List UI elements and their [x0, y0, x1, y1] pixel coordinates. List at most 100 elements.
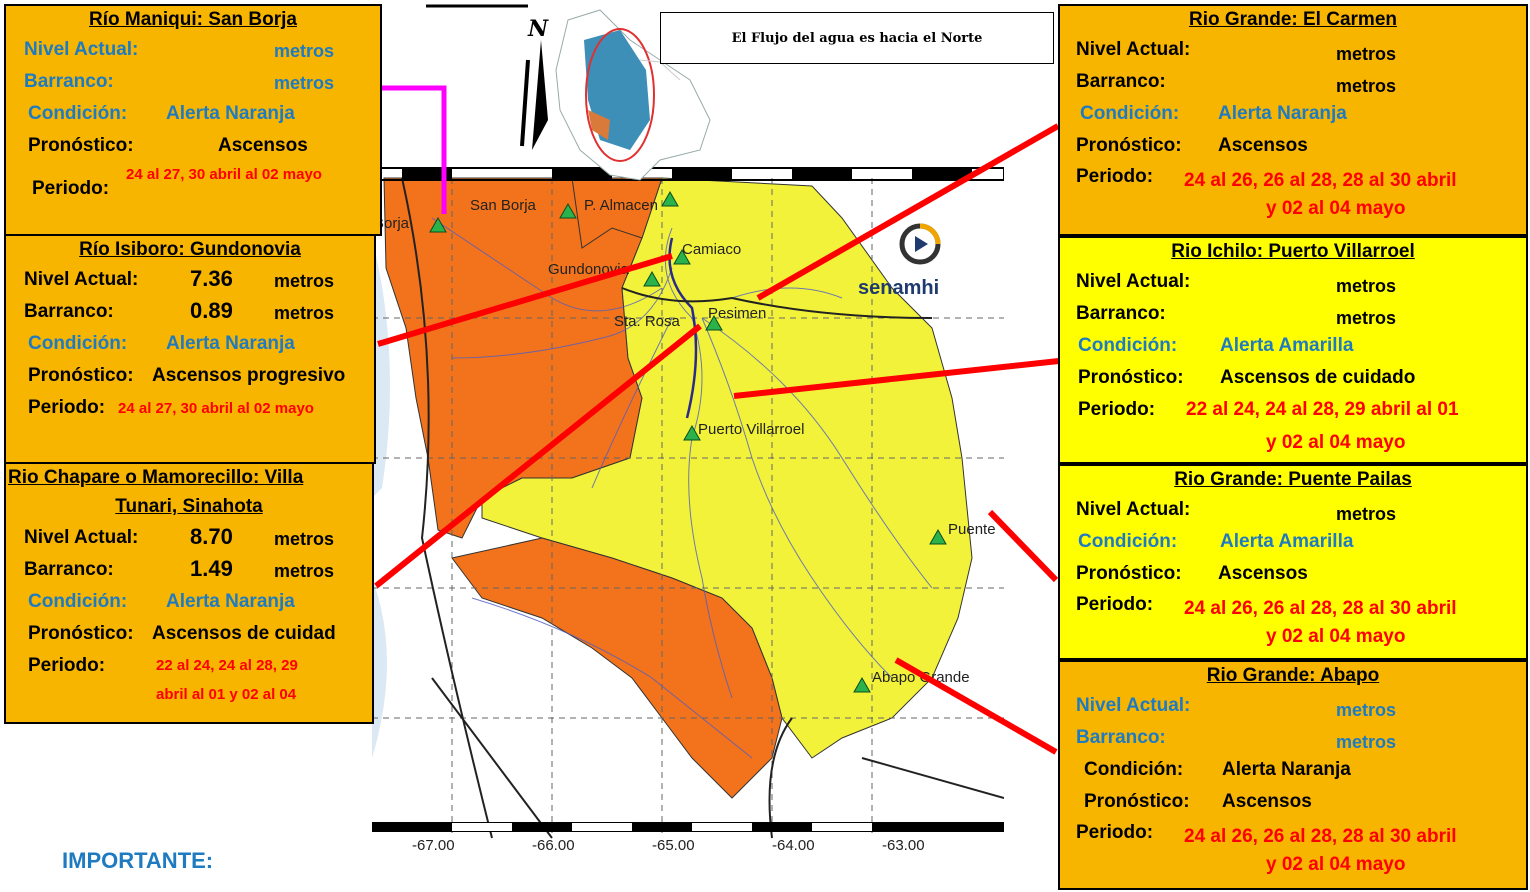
- label-condicion: Condición:: [28, 103, 128, 124]
- value-barranco: 1.49: [190, 556, 233, 581]
- map-label-borja: Borja: [374, 215, 410, 232]
- label-periodo: Periodo:: [28, 397, 106, 418]
- map-label-pesimen: Pesimen: [708, 305, 766, 322]
- label-barranco: Barranco:: [1076, 303, 1166, 324]
- station-title: Río Isiboro: Gundonovia: [79, 239, 301, 260]
- value-nivel: 7.36: [190, 266, 233, 291]
- label-barranco: Barranco:: [1076, 727, 1166, 748]
- label-nivel: Nivel Actual:: [24, 269, 139, 290]
- label-pronostico: Pronóstico:: [1078, 367, 1184, 388]
- value-pronostico: Ascensos progresivo: [152, 365, 346, 386]
- map-label-p-almacen: P. Almacen: [584, 197, 658, 214]
- important-heading: IMPORTANTE:: [62, 848, 214, 873]
- label-condicion: Condición:: [1084, 759, 1184, 780]
- label-barranco: Barranco:: [1076, 71, 1166, 92]
- value-periodo-1: 24 al 26, 26 al 28, 28 al 30 abril: [1184, 170, 1457, 191]
- station-triangle: [429, 216, 447, 233]
- unit-metros: metros: [1336, 732, 1397, 752]
- label-condicion: Condición:: [28, 333, 128, 354]
- label-pronostico: Pronóstico:: [1084, 791, 1190, 812]
- station-triangle: [929, 528, 947, 545]
- tick-label: -65.00: [652, 837, 695, 854]
- north-arrow: N: [520, 16, 549, 150]
- label-pronostico: Pronóstico:: [28, 623, 134, 644]
- unit-metros: metros: [274, 73, 335, 93]
- value-periodo-1: 24 al 26, 26 al 28, 28 al 30 abril: [1184, 826, 1457, 847]
- label-periodo: Periodo:: [1078, 399, 1156, 420]
- map-label-gundonovia: Gundonovia: [548, 261, 630, 278]
- station-title: Rio Ichilo: Puerto Villarroel: [1171, 241, 1415, 262]
- tick-label: -63.00: [882, 837, 925, 854]
- station-title: Rio Grande: El Carmen: [1189, 9, 1397, 30]
- flow-note-text: El Flujo del agua es hacia el Norte: [731, 30, 983, 46]
- value-periodo-1: 22 al 24, 24 al 28, 29 abril al 01: [1186, 399, 1459, 420]
- value-periodo-2: abril al 01 y 02 al 04: [156, 686, 297, 703]
- station-title: Rio Grande: Abapo: [1206, 665, 1380, 686]
- station-box-puerto-villarroel: Rio Ichilo: Puerto Villarroel Nivel Actu…: [1058, 236, 1528, 464]
- value-periodo-2: y 02 al 04 mayo: [1266, 626, 1406, 647]
- value-condicion: Alerta Amarilla: [1220, 531, 1354, 552]
- station-subtitle: Tunari, Sinahota: [115, 496, 263, 517]
- value-pronostico: Ascensos: [1218, 135, 1308, 156]
- value-nivel: 8.70: [190, 524, 233, 549]
- unit-metros: metros: [1336, 504, 1397, 524]
- station-box-puente-pailas: Rio Grande: Puente Pailas Nivel Actual:m…: [1058, 464, 1528, 660]
- label-periodo: Periodo:: [28, 655, 106, 676]
- north-label: N: [527, 16, 549, 42]
- station-title: Río Maniqui: San Borja: [89, 9, 297, 30]
- station-triangle: [661, 190, 679, 207]
- value-condicion: Alerta Naranja: [166, 591, 295, 612]
- label-barranco: Barranco:: [24, 301, 114, 322]
- label-periodo: Periodo:: [1076, 594, 1154, 615]
- unit-metros: metros: [1336, 308, 1397, 328]
- value-periodo-1: 22 al 24, 24 al 28, 29: [156, 657, 298, 674]
- tick-label: -66.00: [532, 837, 575, 854]
- tick-label: -67.00: [412, 837, 455, 854]
- label-nivel: Nivel Actual:: [1076, 695, 1191, 716]
- label-periodo: Periodo:: [1076, 166, 1154, 187]
- map-label-san-borja: San Borja: [470, 197, 537, 214]
- map-label-abapo-grande: Abapo Grande: [872, 669, 970, 686]
- label-nivel: Nivel Actual:: [1076, 499, 1191, 520]
- unit-metros: metros: [1336, 76, 1397, 96]
- value-condicion: Alerta Naranja: [166, 103, 295, 124]
- value-condicion: Alerta Naranja: [1222, 759, 1351, 780]
- label-barranco: Barranco:: [24, 559, 114, 580]
- value-barranco: 0.89: [190, 298, 233, 323]
- value-condicion: Alerta Naranja: [1218, 103, 1347, 124]
- unit-metros: metros: [274, 561, 335, 581]
- value-periodo: 24 al 27, 30 abril al 02 mayo: [118, 400, 314, 417]
- value-pronostico: Ascensos de cuidado: [1220, 367, 1416, 388]
- value-pronostico: Ascensos: [1218, 563, 1308, 584]
- label-condicion: Condición:: [1078, 335, 1178, 356]
- unit-metros: metros: [1336, 44, 1397, 64]
- label-pronostico: Pronóstico:: [1076, 135, 1182, 156]
- label-nivel: Nivel Actual:: [24, 527, 139, 548]
- value-periodo: 24 al 27, 30 abril al 02 mayo: [126, 166, 322, 183]
- value-periodo-2: y 02 al 04 mayo: [1266, 198, 1406, 219]
- label-condicion: Condición:: [1078, 531, 1178, 552]
- flow-note: El Flujo del agua es hacia el Norte: [660, 12, 1054, 64]
- station-box-gundonovia: Río Isiboro: Gundonovia Nivel Actual: 7.3…: [4, 234, 376, 464]
- value-condicion: Alerta Naranja: [166, 333, 295, 354]
- basin-map: Borja San Borja P. Almacen Camiaco Gundo…: [371, 158, 1005, 854]
- tick-label: -64.00: [772, 837, 815, 854]
- station-box-abapo: Rio Grande: Abapo Nivel Actual: metros Ba…: [1058, 660, 1528, 890]
- label-pronostico: Pronóstico:: [1076, 563, 1182, 584]
- label-barranco: Barranco:: [24, 71, 114, 92]
- map-label-sta-rosa: Sta. Rosa: [614, 313, 681, 330]
- label-nivel: Nivel Actual:: [1076, 39, 1191, 60]
- value-periodo-1: 24 al 26, 26 al 28, 28 al 30 abril: [1184, 598, 1457, 619]
- map-label-puerto-villarroel: Puerto Villarroel: [698, 421, 804, 438]
- station-box-san-borja: Río Maniqui: San Borja Nivel Actual:metr…: [4, 4, 382, 236]
- value-condicion: Alerta Amarilla: [1220, 335, 1354, 356]
- station-box-villa-tunari: Rio Chapare o Mamorecillo: Villa Tunari,…: [4, 462, 374, 724]
- station-triangle: [559, 202, 577, 219]
- station-title: Rio Chapare o Mamorecillo: Villa: [8, 467, 304, 488]
- label-condicion: Condición:: [28, 591, 128, 612]
- label-periodo: Periodo:: [1076, 822, 1154, 843]
- value-pronostico: Ascensos de cuidad: [152, 623, 336, 644]
- value-periodo-2: y 02 al 04 mayo: [1266, 432, 1406, 453]
- station-triangle: [853, 676, 871, 693]
- unit-metros: metros: [274, 529, 335, 549]
